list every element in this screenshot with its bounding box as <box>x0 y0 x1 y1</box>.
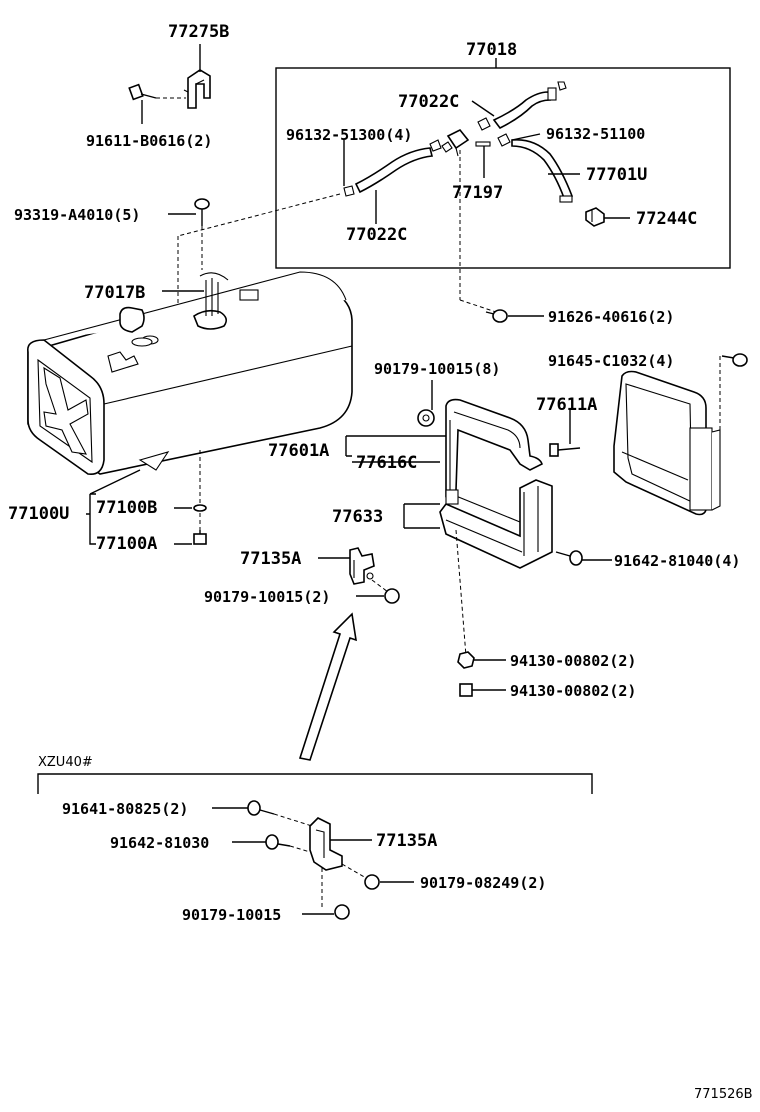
label-90179-10015-2: 90179-10015(2) <box>204 588 330 606</box>
label-93319-A4010: 93319-A4010(5) <box>14 206 140 224</box>
label-77244C: 77244C <box>636 209 697 229</box>
bolt-91611 <box>128 83 157 101</box>
fuel-tank-77100U <box>27 271 353 476</box>
figure-code: 771526B <box>694 1087 753 1102</box>
gasket-77100B <box>193 504 207 512</box>
bolt-77611A <box>549 443 581 457</box>
label-77100U: 77100U <box>8 504 69 524</box>
label-91641-80825: 91641-80825(2) <box>62 800 188 818</box>
label-77601A: 77601A <box>268 441 329 461</box>
bracket-77275B <box>183 69 211 109</box>
label-77022C-bottom: 77022C <box>346 225 407 245</box>
bolt-91642-81030 <box>265 834 291 850</box>
band-77601A <box>445 398 543 498</box>
label-77100B: 77100B <box>96 498 157 518</box>
cradle-77633 <box>439 479 553 569</box>
label-77275B: 77275B <box>168 22 229 42</box>
label-77701U: 77701U <box>586 165 647 185</box>
assembly-box-77018 <box>275 67 731 269</box>
clip-77244C <box>585 207 605 227</box>
hose-77022C-top <box>477 81 567 131</box>
label-77017B: 77017B <box>84 283 145 303</box>
bolt-93319 <box>194 198 210 226</box>
label-90179-10015-8: 90179-10015(8) <box>374 360 500 378</box>
label-91642-81040: 91642-81040(4) <box>614 552 740 570</box>
label-96132-51100: 96132-51100 <box>546 125 645 143</box>
hose-77022C-bottom <box>343 139 442 197</box>
nut-90179-08249 <box>364 874 380 890</box>
label-77135A-top: 77135A <box>240 549 301 569</box>
label-77100A: 77100A <box>96 534 157 554</box>
bracket-77135A-bottom <box>309 817 343 871</box>
hose-77701U <box>497 133 574 203</box>
label-77018: 77018 <box>466 40 517 60</box>
label-77616C: 77616C <box>356 453 417 473</box>
drain-plug-77100A <box>193 530 207 545</box>
label-96132-51300: 96132-51300(4) <box>286 126 412 144</box>
label-91645-C1032: 91645-C1032(4) <box>548 352 674 370</box>
label-90179-10015: 90179-10015 <box>182 906 281 924</box>
nut-90179-10015 <box>334 904 350 920</box>
label-91626-40616: 91626-40616(2) <box>548 308 674 326</box>
label-77135A-bottom: 77135A <box>376 831 437 851</box>
label-77022C-top: 77022C <box>398 92 459 112</box>
variant-bracket-line <box>37 773 593 794</box>
label-variant-XZU40: XZU40# <box>38 755 93 770</box>
bolt-91645 <box>721 353 748 367</box>
bolt-91626 <box>485 309 508 323</box>
frame-rear <box>613 370 721 516</box>
label-91642-81030: 91642-81030 <box>110 834 209 852</box>
label-91611-B0616: 91611-B0616(2) <box>86 132 212 150</box>
nut-90179-10015-8 <box>417 409 435 427</box>
label-94130-00802-b: 94130-00802(2) <box>510 682 636 700</box>
arrow-to-variant <box>298 612 357 761</box>
label-77611A: 77611A <box>536 395 597 415</box>
nut-90179-10015-2 <box>384 588 400 604</box>
label-94130-00802-a: 94130-00802(2) <box>510 652 636 670</box>
label-77197: 77197 <box>452 183 503 203</box>
label-90179-08249: 90179-08249(2) <box>420 874 546 892</box>
nut-94130-a <box>457 651 475 669</box>
nut-94130-b <box>459 683 473 697</box>
bolt-91642-81040 <box>555 550 583 566</box>
bracket-77135A-top <box>349 547 375 585</box>
label-77633: 77633 <box>332 507 383 527</box>
bolt-91641-80825 <box>247 800 275 816</box>
connector-77197 <box>441 128 491 157</box>
